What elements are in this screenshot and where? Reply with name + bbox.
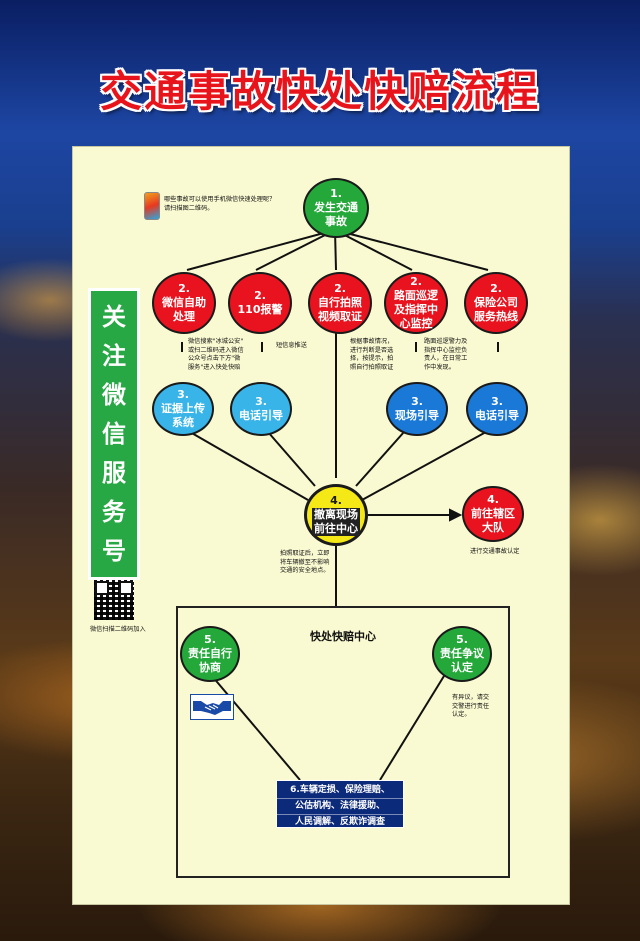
node-label: 撤离现场 前往中心: [312, 508, 360, 536]
node-phone-guide-1: 3. 电话引导: [230, 382, 292, 436]
node-number: 5.: [204, 633, 216, 646]
fast-claims-center: 快处快赔中心: [176, 606, 510, 878]
node-number: 4.: [487, 493, 499, 506]
node-upload-evidence: 3. 证据上传 系统: [152, 382, 214, 436]
node-patrol-monitor: 2. 路面巡逻 及指挥中 心监控: [384, 272, 448, 334]
note-dispute: 有异议，请交 交警进行责任 认定。: [452, 694, 490, 718]
node-label: 110报警: [237, 303, 283, 316]
node-number: 2.: [490, 282, 502, 295]
node-onsite-guide: 3. 现场引导: [386, 382, 448, 436]
wechat-char: 号: [102, 537, 126, 565]
wechat-char: 服: [102, 459, 126, 487]
node-number: 5.: [456, 633, 468, 646]
note-brigade: 进行交通事故认定: [470, 548, 520, 555]
qr-caption: 微信扫描二维码加入: [90, 626, 146, 633]
node-photo-evidence: 2. 自行拍照 视频取证: [308, 272, 372, 334]
node-wechat-self: 2. 微信自助 处理: [152, 272, 216, 334]
node-label: 现场引导: [395, 409, 439, 422]
note-evacuate: 拍照取证后，立即 将车辆撤至不影响 交通的安全地点。: [280, 550, 330, 574]
node-number: 3.: [255, 395, 267, 408]
note-video: 根据事故情况， 进行判断是否选 择，按提示，拍 照自行拍照取证: [350, 338, 394, 371]
wechat-char: 信: [102, 420, 126, 448]
smartphone-icon: [144, 192, 160, 220]
node-label: 微信自助 处理: [162, 296, 206, 323]
result-line: 公估机构、法律援助、: [277, 799, 403, 815]
result-line: 人民调解、反欺诈调查: [294, 817, 385, 827]
node-label: 前往辖区 大队: [471, 507, 515, 534]
qr-code-icon: [94, 580, 134, 620]
node-dispute-determination: 5. 责任争议 认定: [432, 626, 492, 682]
node-number: 3.: [177, 388, 189, 401]
node-accident: 1. 发生交通 事故: [303, 178, 369, 238]
wechat-char: 微: [102, 381, 126, 409]
node-number: 2.: [178, 282, 190, 295]
node-number: 2.: [334, 282, 346, 295]
node-number: 2.: [254, 289, 266, 302]
page-title: 交通事故快处快赔流程: [99, 67, 540, 116]
note-wechat: 微信搜索"冰城公安" 或扫二维码进入微信 公众号点击下方"微 服务"进入快处快赔: [188, 338, 244, 371]
wechat-char: 务: [102, 498, 126, 526]
node-leave-scene: 4. 撤离现场 前往中心: [304, 484, 368, 546]
note-patrol: 路面巡逻警力及 指挥中心监控负 责人，在日常工 作中发现。: [424, 338, 468, 371]
node-self-negotiate: 5. 责任自行 协商: [180, 626, 240, 682]
handshake-icon: [190, 694, 234, 720]
result-line: 6.车辆定损、保险理赔、: [277, 783, 403, 799]
node-label: 自行拍照 视频取证: [318, 296, 362, 323]
node-insurance-hotline: 2. 保险公司 服务热线: [464, 272, 528, 334]
node-phone-guide-2: 3. 电话引导: [466, 382, 528, 436]
node-number: 1.: [330, 187, 342, 200]
node-number: 4.: [330, 494, 342, 507]
node-label: 证据上传 系统: [161, 402, 205, 429]
node-label: 电话引导: [475, 409, 519, 422]
node-label: 电话引导: [239, 409, 283, 422]
node-number: 3.: [491, 395, 503, 408]
center-title: 快处快赔中心: [310, 630, 376, 643]
node-label: 发生交通 事故: [314, 201, 358, 228]
node-110: 2. 110报警: [228, 272, 292, 334]
node-label: 责任自行 协商: [188, 647, 232, 674]
node-go-brigade: 4. 前往辖区 大队: [462, 486, 524, 542]
result-services-box: 6.车辆定损、保险理赔、 公估机构、法律援助、 人民调解、反欺诈调查: [276, 780, 404, 828]
node-number: 2.: [410, 275, 422, 288]
node-label: 责任争议 认定: [440, 647, 484, 674]
node-label: 路面巡逻 及指挥中 心监控: [394, 289, 438, 330]
note-top: 哪些事故可以使用手机微信快速处理呢？ 请扫描图二维码。: [164, 196, 276, 212]
node-label: 保险公司 服务热线: [474, 296, 518, 323]
wechat-char: 关: [102, 303, 126, 331]
wechat-char: 注: [102, 342, 126, 370]
wechat-service-banner: 关 注 微 信 服 务 号: [88, 288, 140, 580]
note-sms: 短信息推送: [276, 342, 307, 349]
node-number: 3.: [411, 395, 423, 408]
